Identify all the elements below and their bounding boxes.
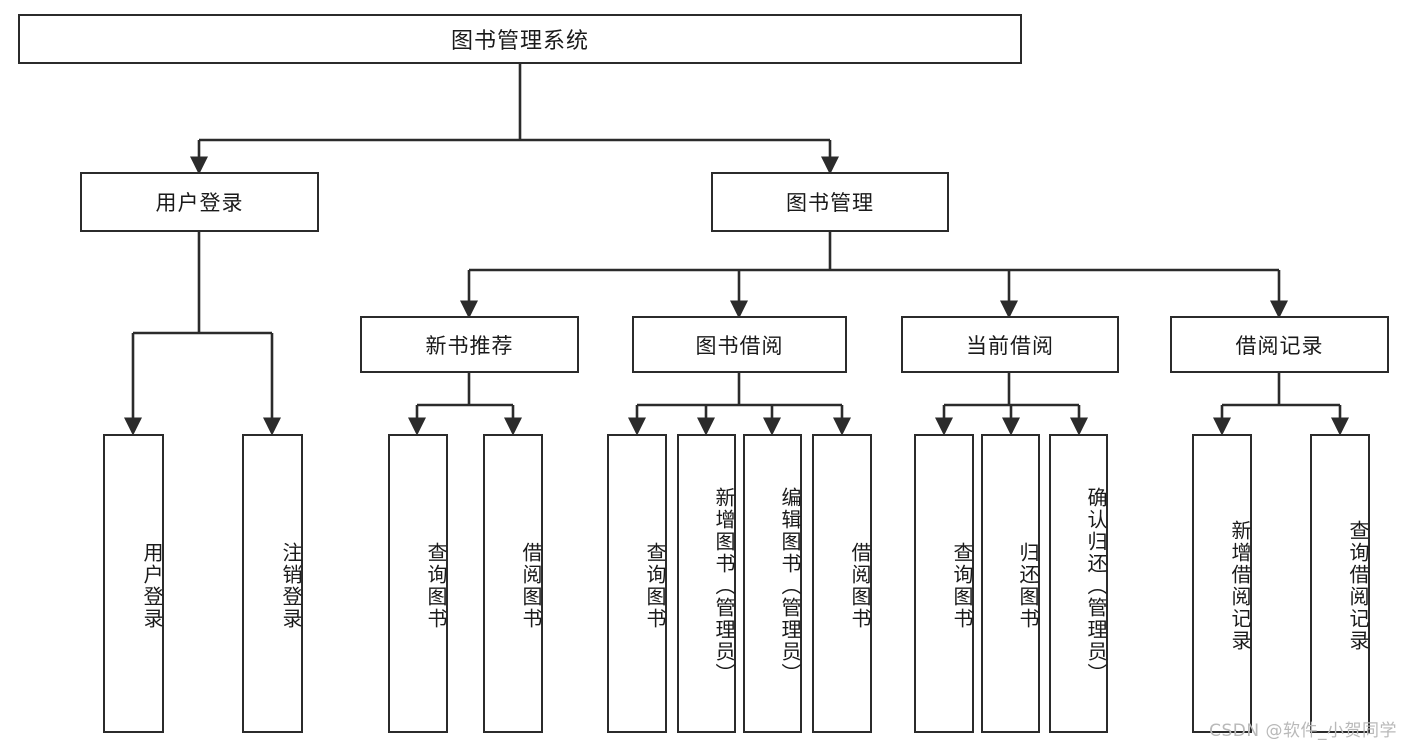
csdn-watermark: CSDN @软件_小贺同学 [1209,721,1397,741]
node-root-system[interactable]: 图书管理系统 [18,14,1022,64]
node-borrow-record[interactable]: 借阅记录 [1170,316,1389,373]
node-book-management[interactable]: 图书管理 [711,172,949,232]
leaf-borrow-book[interactable]: 借阅图书 [812,434,872,733]
node-new-book-recommend[interactable]: 新书推荐 [360,316,579,373]
node-user-login[interactable]: 用户登录 [80,172,319,232]
node-book-borrow[interactable]: 图书借阅 [632,316,847,373]
leaf-logout[interactable]: 注销登录 [242,434,303,733]
leaf-edit-book-admin[interactable]: 编辑图书（管理员） [743,434,802,733]
node-current-borrow[interactable]: 当前借阅 [901,316,1119,373]
leaf-query-book-borrow[interactable]: 查询图书 [607,434,667,733]
leaf-borrow-book-recommend[interactable]: 借阅图书 [483,434,543,733]
leaf-query-borrow-record[interactable]: 查询借阅记录 [1310,434,1370,733]
leaf-add-book-admin[interactable]: 新增图书（管理员） [677,434,736,733]
leaf-query-book-current[interactable]: 查询图书 [914,434,974,733]
leaf-query-book-recommend[interactable]: 查询图书 [388,434,448,733]
leaf-user-login[interactable]: 用户登录 [103,434,164,733]
leaf-confirm-return-admin[interactable]: 确认归还（管理员） [1049,434,1108,733]
leaf-return-book[interactable]: 归还图书 [981,434,1040,733]
leaf-add-borrow-record[interactable]: 新增借阅记录 [1192,434,1252,733]
